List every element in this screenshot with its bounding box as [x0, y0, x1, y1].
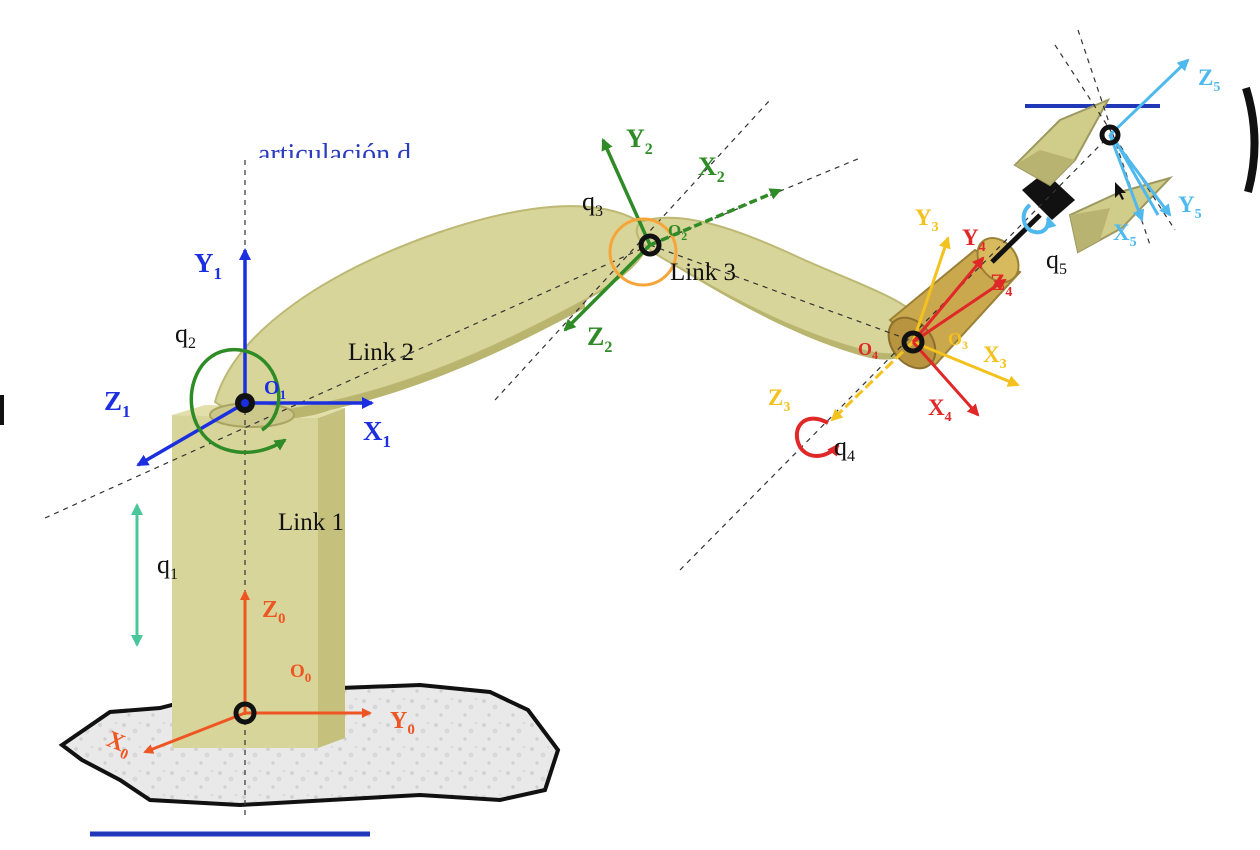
origin-o4 — [901, 330, 925, 354]
o1-label: O1 — [264, 377, 286, 402]
wrist-axis — [679, 134, 1111, 571]
q2-label: q2 — [175, 319, 196, 352]
axis-x0 — [143, 711, 246, 754]
q2-rotation-arrow — [189, 348, 287, 454]
z0-label: Z0 — [262, 597, 286, 627]
x2-label: X2 — [698, 152, 725, 186]
q4-label: q4 — [834, 432, 855, 465]
axis-z4 — [912, 278, 1007, 344]
z3-label: Z3 — [768, 385, 790, 415]
x5-label: X5 — [1113, 220, 1137, 250]
o4-label: O4 — [858, 339, 878, 362]
axis-z1 — [136, 401, 246, 467]
link3-label: Link 3 — [670, 259, 736, 286]
o3-label: O3 — [948, 329, 968, 352]
wrist-shaft — [990, 213, 1042, 264]
axis-y2 — [601, 138, 652, 246]
frame-1 — [136, 248, 374, 467]
y4-label: Y4 — [962, 225, 986, 255]
axis-x5-inner — [1113, 139, 1160, 216]
z4-label: Z4 — [990, 270, 1012, 300]
header-mask — [250, 158, 480, 178]
axis-z3 — [830, 340, 915, 422]
frame-3 — [830, 236, 1020, 422]
link1-side — [318, 408, 345, 748]
origin-o0 — [233, 701, 257, 725]
link1-label: Link 1 — [278, 509, 344, 536]
origin-o1-inner — [241, 399, 249, 407]
z1-label: Z1 — [104, 386, 131, 421]
q3-label: q3 — [582, 187, 603, 220]
q4-rotation-arrow — [794, 416, 840, 458]
y0-label: Y0 — [390, 708, 415, 738]
y2-label: Y2 — [626, 124, 653, 158]
origin-o2 — [638, 233, 662, 257]
frame-2 — [563, 138, 782, 332]
q1-label: q1 — [157, 550, 178, 583]
x1-label: X1 — [363, 416, 391, 451]
q5-label: q5 — [1046, 245, 1067, 278]
x3-label: X3 — [983, 342, 1007, 372]
axis-z5 — [1108, 58, 1190, 137]
link2-label: Link 2 — [348, 339, 414, 366]
q3-rotation-circle — [608, 217, 678, 287]
axis-y4 — [911, 256, 985, 343]
gripper-axis-1 — [1077, 29, 1151, 246]
y3-label: Y3 — [915, 205, 939, 235]
frame-5 — [1108, 58, 1190, 222]
frame-4 — [911, 256, 1007, 417]
frame-0 — [143, 590, 372, 754]
q5-rotation-arrow — [1021, 203, 1057, 235]
gripper-finger-lower-shade — [1070, 208, 1110, 252]
y5-label: Y5 — [1178, 192, 1202, 222]
mouse-cursor-icon — [1115, 182, 1126, 200]
axis-x3 — [912, 340, 1020, 387]
joint3-axis — [494, 99, 771, 401]
y1-label: Y1 — [194, 248, 222, 283]
axis-x4 — [911, 341, 980, 417]
origin-o5 — [1099, 124, 1121, 146]
axis-x5 — [1108, 134, 1145, 222]
right-edge-arc — [1242, 86, 1259, 194]
axis-z2 — [563, 243, 652, 332]
o0-label: O0 — [290, 661, 311, 685]
gripper-finger-upper-shade — [1015, 150, 1075, 185]
o2-label: O2 — [668, 221, 687, 243]
x4-label: X4 — [928, 395, 952, 425]
z5-label: Z5 — [1198, 65, 1220, 95]
gripper-block — [1022, 172, 1075, 220]
axis-y3 — [911, 236, 951, 343]
link2-centerline — [44, 244, 651, 519]
z2-label: Z2 — [587, 322, 612, 356]
link3-centerline — [649, 244, 916, 343]
